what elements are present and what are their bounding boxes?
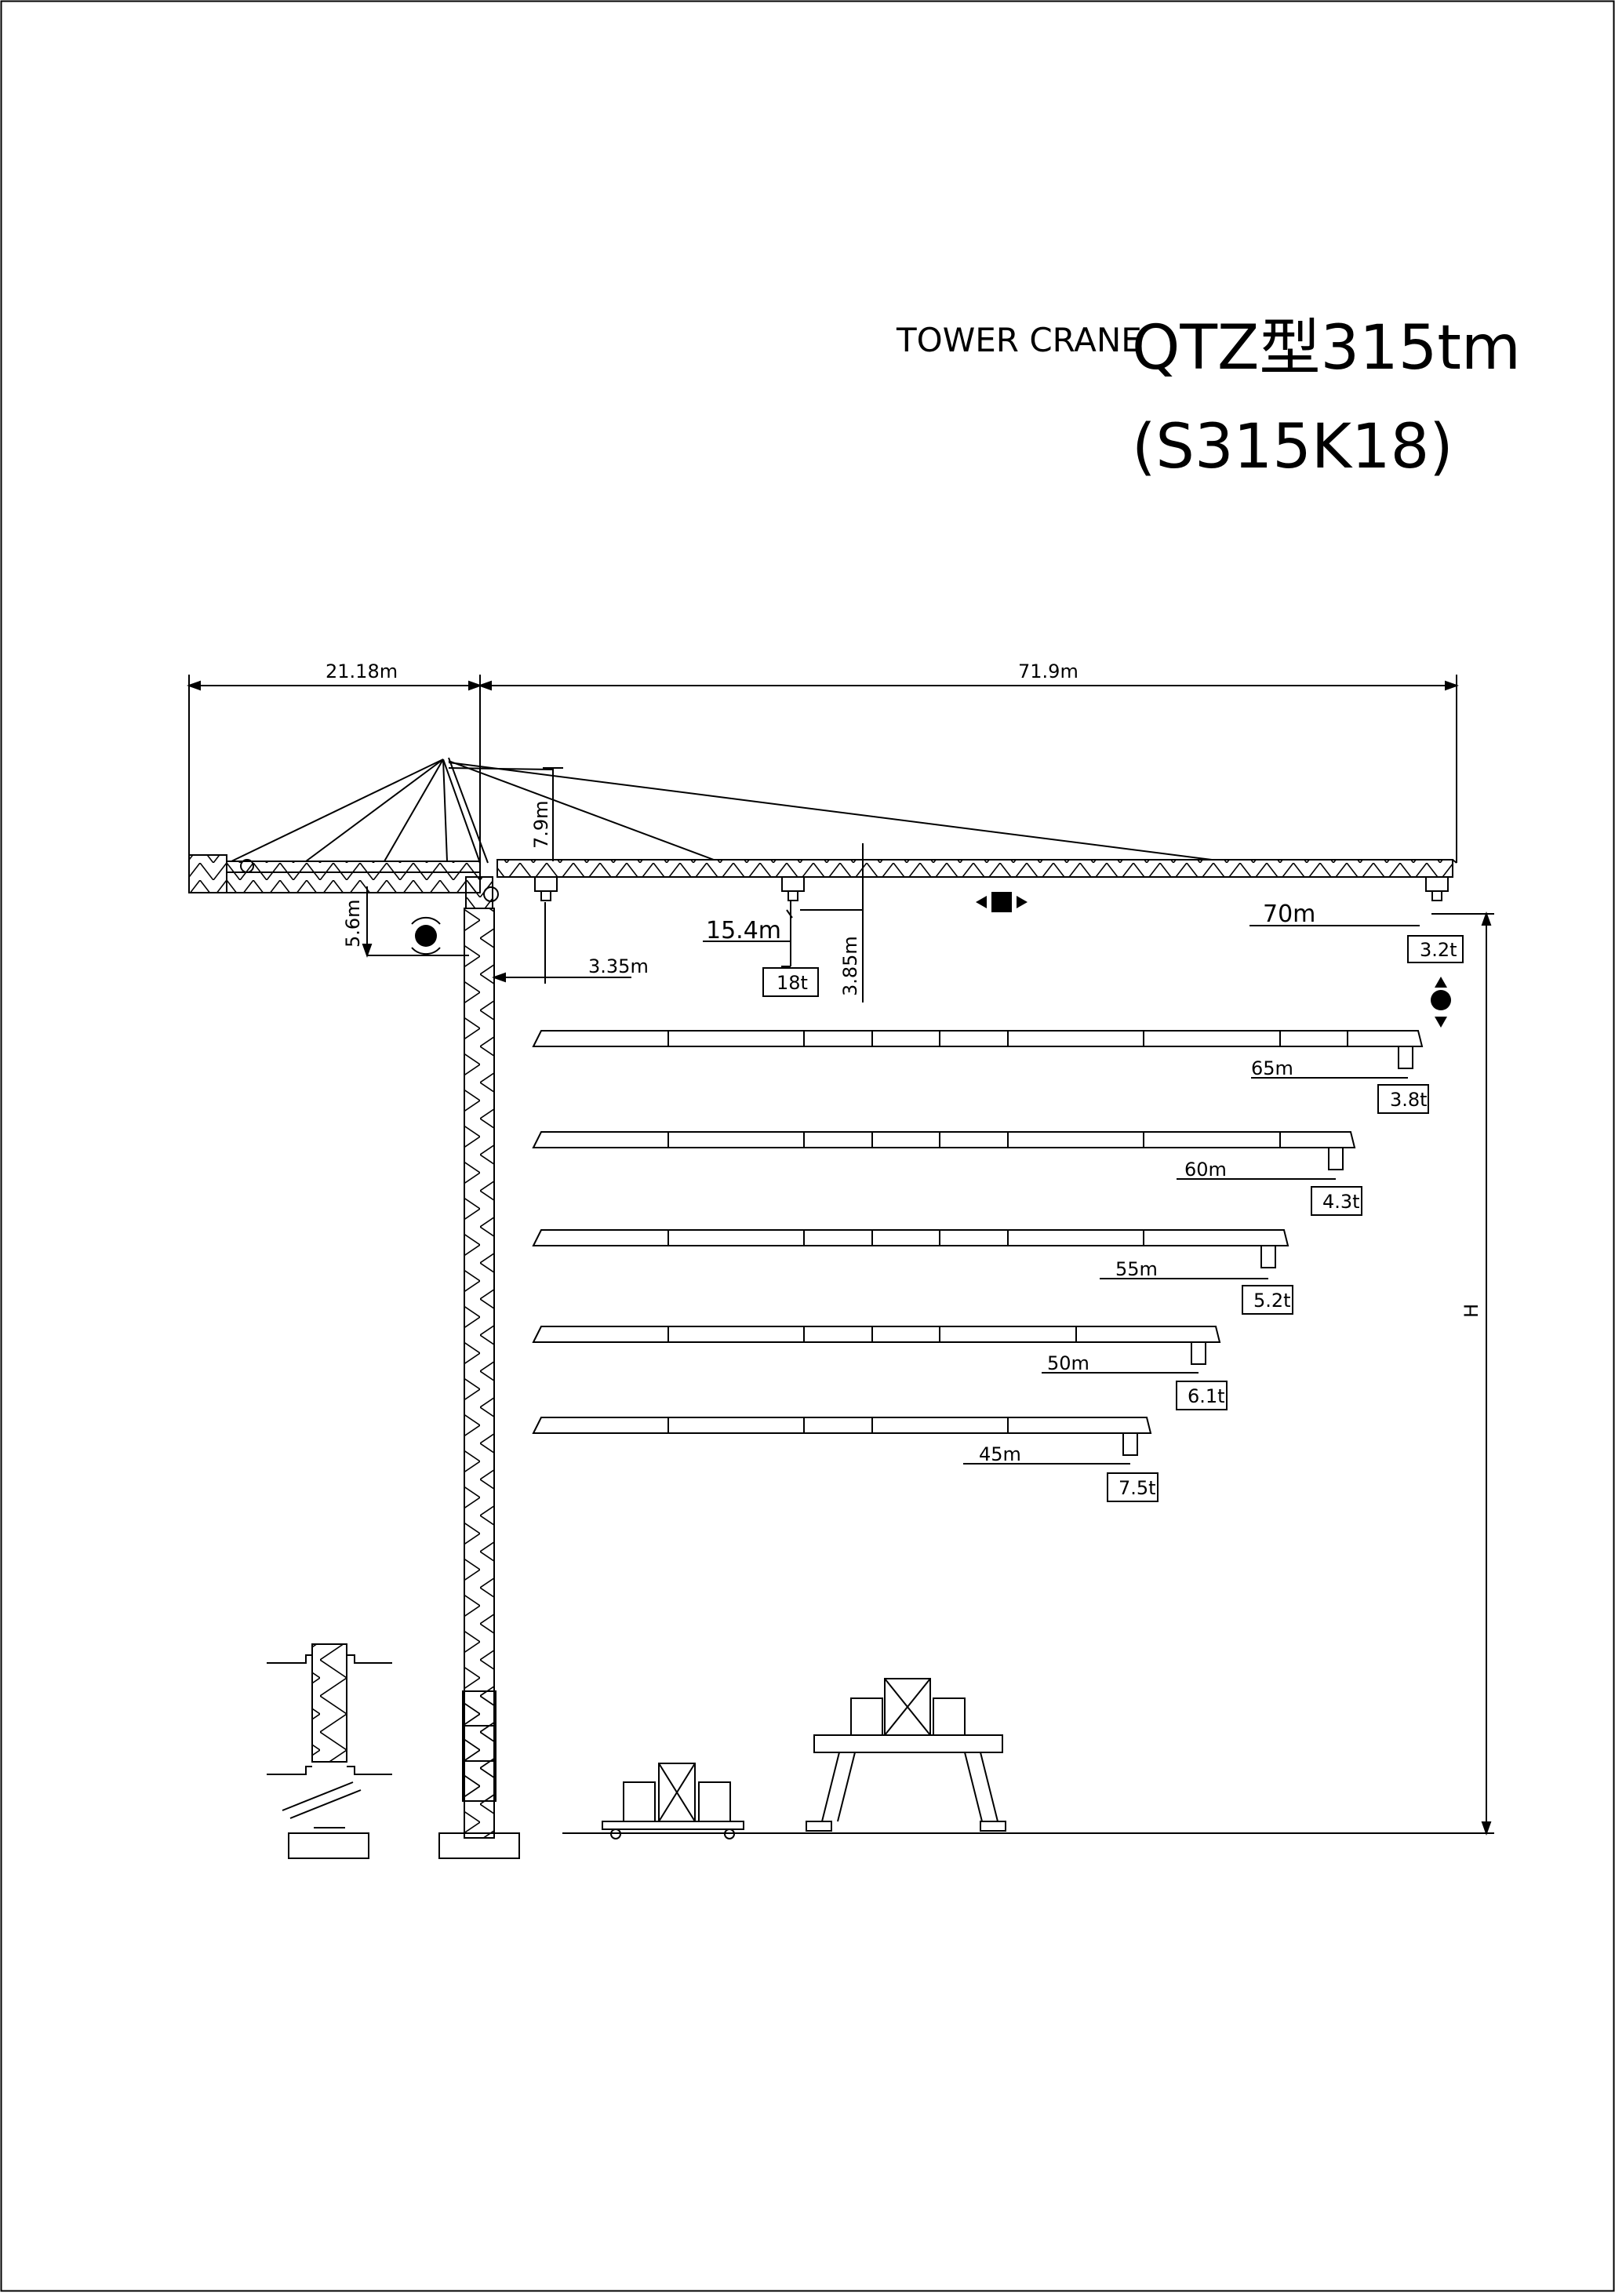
- label-height: H: [1460, 1304, 1482, 1318]
- load-50m: 6.1t: [1188, 1385, 1225, 1407]
- jib-config-60m: [532, 1131, 1356, 1180]
- load-65m: 3.8t: [1390, 1089, 1428, 1111]
- label-counter-jib: 21.18m: [326, 660, 398, 682]
- hoist-direction-icon: [1431, 977, 1451, 1028]
- gantry-crane: [806, 1678, 1006, 1832]
- load-box-45m: [1107, 1472, 1159, 1502]
- model-title: QTZ型315tm: [1132, 313, 1521, 384]
- load-55m: 5.2t: [1253, 1290, 1291, 1312]
- dimension-counter-jib: [187, 675, 482, 871]
- jib-config-55m: [532, 1229, 1289, 1279]
- dimension-hook-drop: [800, 843, 864, 1002]
- load-box-55m: [1242, 1285, 1293, 1315]
- dimension-jib: [478, 675, 1459, 863]
- dimension-tower-offset: [492, 902, 631, 984]
- radius-45m: 45m: [979, 1443, 1021, 1465]
- main-jib: [497, 859, 1457, 878]
- label-tower-offset: 3.35m: [588, 955, 649, 977]
- trolley-near: [534, 876, 558, 901]
- radius-65m: 65m: [1251, 1057, 1293, 1079]
- trolley-direction-icon: [976, 892, 1028, 912]
- tower-head: [231, 757, 1213, 864]
- trolley-tip: [1425, 876, 1449, 901]
- model-code: (S315K18): [1132, 412, 1453, 482]
- radius-50m: 50m: [1047, 1352, 1089, 1374]
- transport-trailer: [602, 1763, 744, 1839]
- load-45m: 7.5t: [1118, 1477, 1156, 1499]
- dimension-under-jib: [362, 886, 469, 958]
- label-min-radius: 15.4m: [706, 917, 781, 944]
- load-box-65m: [1377, 1084, 1429, 1114]
- dimension-height: [1431, 911, 1494, 1836]
- trolley-max-load: [781, 876, 805, 901]
- label-under-jib: 5.6m: [342, 899, 364, 948]
- radius-55m: 55m: [1115, 1258, 1158, 1280]
- load-box-50m: [1176, 1381, 1228, 1410]
- subtitle: TOWER CRANE: [896, 321, 1142, 359]
- tower-mast: [438, 876, 520, 1859]
- label-hook-drop: 3.85m: [839, 936, 861, 996]
- dimension-min-radius: [703, 901, 793, 967]
- jib-config-45m: [532, 1417, 1152, 1465]
- max-load-value: 18t: [777, 972, 808, 994]
- counter-jib: [188, 854, 481, 893]
- radius-70m: 70m: [1263, 901, 1315, 928]
- max-load-box: [762, 967, 819, 997]
- radius-60m: 60m: [1184, 1159, 1227, 1181]
- jib-config-50m: [532, 1326, 1221, 1374]
- load-box-60m: [1311, 1186, 1362, 1216]
- jib-config-65m: [532, 1030, 1424, 1079]
- load-70m: 3.2t: [1420, 939, 1457, 961]
- load-60m: 4.3t: [1322, 1191, 1360, 1213]
- load-box-70m: [1407, 935, 1464, 963]
- label-head-height: 7.9m: [530, 800, 552, 849]
- slewing-icon: [411, 916, 441, 955]
- dimension-head-height: [543, 767, 563, 861]
- climbing-frame-detail: [267, 1643, 392, 1859]
- label-jib: 71.9m: [1018, 660, 1078, 682]
